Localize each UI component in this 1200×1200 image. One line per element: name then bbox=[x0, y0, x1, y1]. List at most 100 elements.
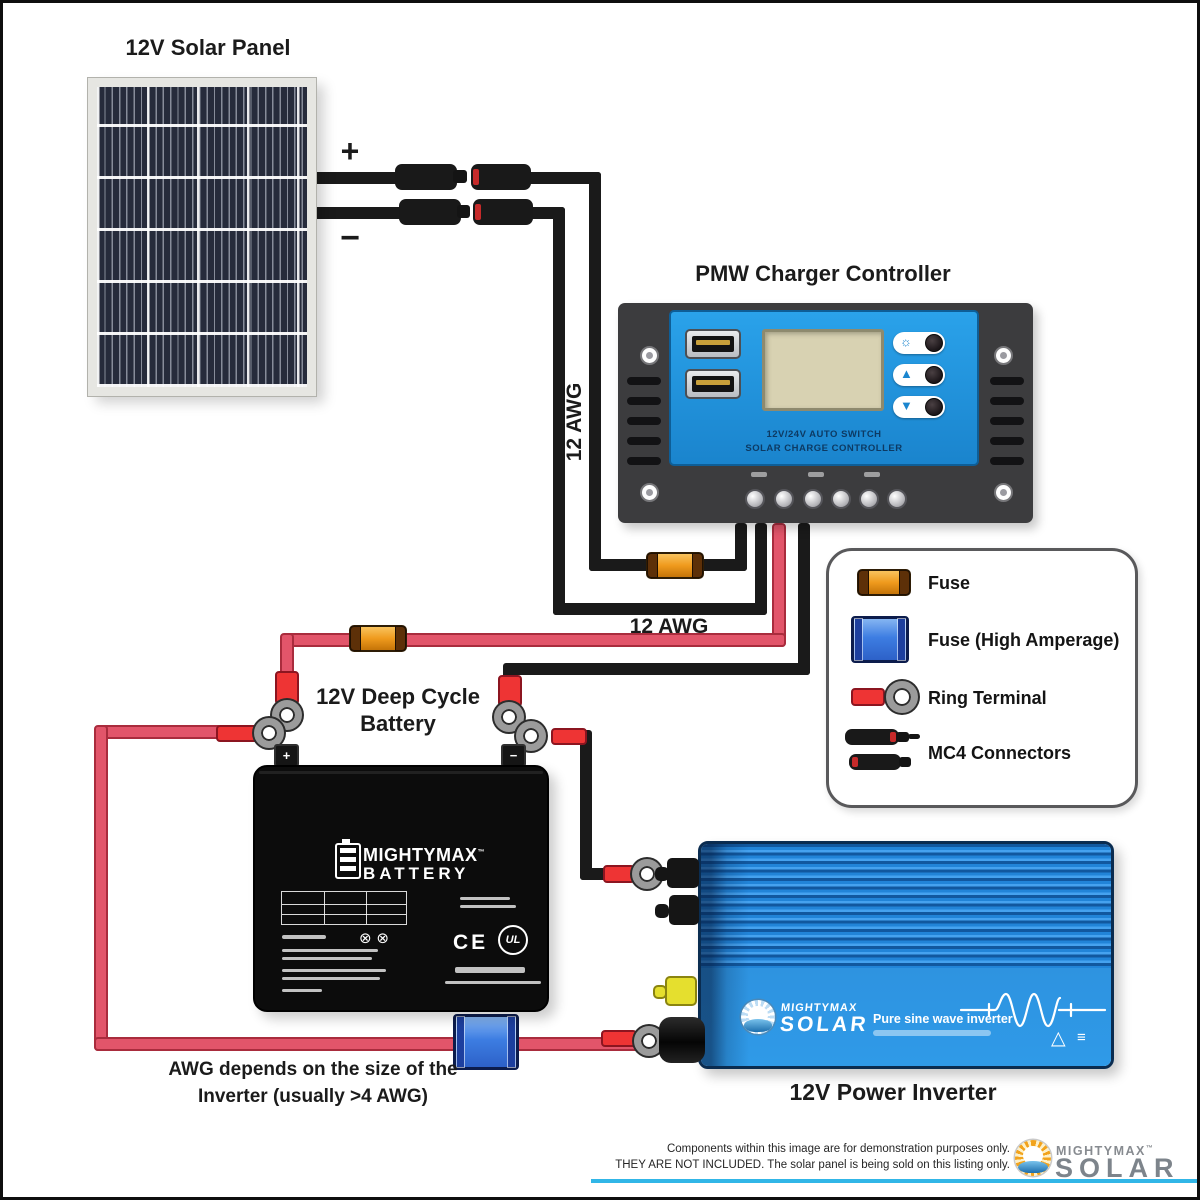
ring-terminal-sleeve bbox=[603, 865, 635, 883]
controller-face-text: SOLAR CHARGE CONTROLLER bbox=[745, 443, 903, 454]
inverter-title: 12V Power Inverter bbox=[789, 1079, 997, 1105]
awg-vertical-label: 12 AWG bbox=[563, 382, 586, 462]
terminal-marking bbox=[864, 472, 880, 477]
inverter-terminal-plug bbox=[669, 895, 699, 925]
inverter-terminal-plug bbox=[655, 867, 669, 881]
ring-terminal-icon bbox=[886, 681, 918, 713]
vent-slot bbox=[627, 397, 661, 405]
mc4-connectors-icon bbox=[845, 729, 899, 745]
awg-note-line2: Inverter (usually >4 AWG) bbox=[197, 1086, 428, 1107]
ring-terminal-sleeve bbox=[551, 728, 587, 745]
terminal-marking bbox=[808, 472, 824, 477]
usb-port bbox=[685, 329, 741, 359]
battery-fine-print bbox=[282, 989, 322, 992]
push-button[interactable] bbox=[925, 334, 943, 352]
vent-slot bbox=[990, 417, 1024, 425]
controller-button[interactable]: ☼ bbox=[893, 332, 945, 354]
vent-slot bbox=[990, 437, 1024, 445]
mounting-hole bbox=[640, 483, 659, 502]
battery-title-line1: 12V Deep Cycle bbox=[316, 684, 480, 709]
legend-label: Fuse (High Amperage) bbox=[928, 630, 1120, 650]
battery-title-line2: Battery bbox=[360, 711, 436, 736]
battery-fine-print bbox=[282, 969, 386, 972]
controller-button[interactable]: ▼ bbox=[893, 396, 945, 418]
battery-cert-icons: ⊗ ⊗ bbox=[359, 929, 389, 947]
terminal-screw bbox=[831, 489, 851, 509]
ring-terminal-icon bbox=[516, 721, 546, 751]
ring-terminal-sleeve bbox=[216, 725, 258, 742]
pv-plus-wire bbox=[525, 172, 601, 184]
fuse-icon bbox=[349, 625, 407, 652]
battery: MIGHTYMAX™ BATTERY ⊗ ⊗ CE UL bbox=[253, 765, 549, 1012]
battery-fine-print bbox=[455, 967, 525, 973]
inverter-brand-bottom: SOLAR bbox=[778, 1013, 870, 1036]
vent-slot bbox=[990, 397, 1024, 405]
trademark: ™ bbox=[477, 849, 485, 856]
recycle-icon: △ bbox=[1051, 1027, 1066, 1049]
vent-slot bbox=[990, 457, 1024, 465]
battery-gloss bbox=[259, 771, 543, 774]
ul-mark: UL bbox=[498, 925, 528, 955]
ring-terminal-icon bbox=[851, 688, 885, 706]
fuse-icon bbox=[857, 569, 911, 596]
inverter-yellow-plug bbox=[665, 976, 697, 1006]
mc4-connectors-icon bbox=[896, 732, 909, 742]
pv-minus-wire bbox=[313, 207, 405, 219]
mc4-red-band bbox=[475, 204, 481, 220]
pv-plus-wire bbox=[735, 523, 747, 571]
battery-fine-print bbox=[460, 905, 516, 908]
minus-label: − bbox=[340, 219, 360, 257]
mc4-red-band bbox=[852, 757, 858, 767]
inverter-negative-wire bbox=[580, 868, 610, 880]
battery-fine-print bbox=[460, 897, 510, 900]
controller-face-text: 12V/24V AUTO SWITCH bbox=[766, 429, 882, 440]
terminal-screw bbox=[803, 489, 823, 509]
ring-terminal-icon bbox=[254, 718, 284, 748]
inverter-terminal-plug bbox=[667, 858, 699, 888]
battery-negative-post: − bbox=[501, 744, 526, 767]
vent-slot bbox=[627, 437, 661, 445]
legend-label: Ring Terminal bbox=[928, 688, 1047, 708]
battery-fine-print bbox=[282, 977, 380, 980]
mc4-connector-icon bbox=[457, 205, 470, 218]
cert-bars-icon: ≡ bbox=[1077, 1029, 1086, 1046]
high-amperage-fuse-icon bbox=[453, 1014, 519, 1070]
sun-mode-icon: ☼ bbox=[900, 334, 912, 349]
solar-panel-title: 12V Solar Panel bbox=[125, 35, 291, 60]
battery-fine-print bbox=[282, 935, 326, 939]
lcd-display bbox=[762, 329, 884, 411]
inverter-terminal-plug bbox=[655, 904, 669, 918]
down-arrow-icon: ▼ bbox=[900, 398, 913, 413]
battery-positive-wire bbox=[100, 725, 222, 739]
mc4-connector-icon bbox=[453, 170, 467, 183]
inverter-subtext bbox=[873, 1030, 991, 1036]
footer-brand-top: MIGHTYMAX™ bbox=[1056, 1144, 1155, 1158]
high-amperage-fuse-icon bbox=[851, 616, 909, 663]
vent-slot bbox=[990, 377, 1024, 385]
controller-button[interactable]: ▲ bbox=[893, 364, 945, 386]
battery-negative-wire bbox=[508, 663, 810, 675]
push-button[interactable] bbox=[925, 366, 943, 384]
solar-panel-cells bbox=[97, 87, 307, 387]
ce-mark: CE bbox=[453, 931, 489, 954]
mc4-connector-icon bbox=[399, 199, 461, 225]
push-button[interactable] bbox=[925, 398, 943, 416]
pv-minus-wire bbox=[755, 523, 767, 615]
mounting-hole bbox=[640, 346, 659, 365]
plus-label: + bbox=[340, 133, 360, 169]
pv-minus-wire bbox=[553, 207, 565, 615]
battery-positive-wire bbox=[94, 1037, 652, 1051]
mc4-connector-icon bbox=[471, 164, 531, 190]
footer-disclaimer: Components within this image are for dem… bbox=[558, 1142, 1010, 1173]
battery-spec-table bbox=[281, 891, 407, 925]
battery-negative-wire bbox=[798, 523, 810, 675]
pv-plus-wire bbox=[589, 172, 601, 571]
battery-positive-wire bbox=[94, 725, 108, 1051]
awg-note: AWG depends on the size of the Inverter … bbox=[143, 1056, 483, 1110]
terminal-screw bbox=[774, 489, 794, 509]
mounting-hole bbox=[994, 346, 1013, 365]
battery-brand-top: MIGHTYMAX™ bbox=[363, 845, 485, 865]
legend-label: MC4 Connectors bbox=[928, 743, 1072, 763]
controller-title: PMW Charger Controller bbox=[695, 261, 951, 286]
trademark: ™ bbox=[1145, 1144, 1155, 1152]
